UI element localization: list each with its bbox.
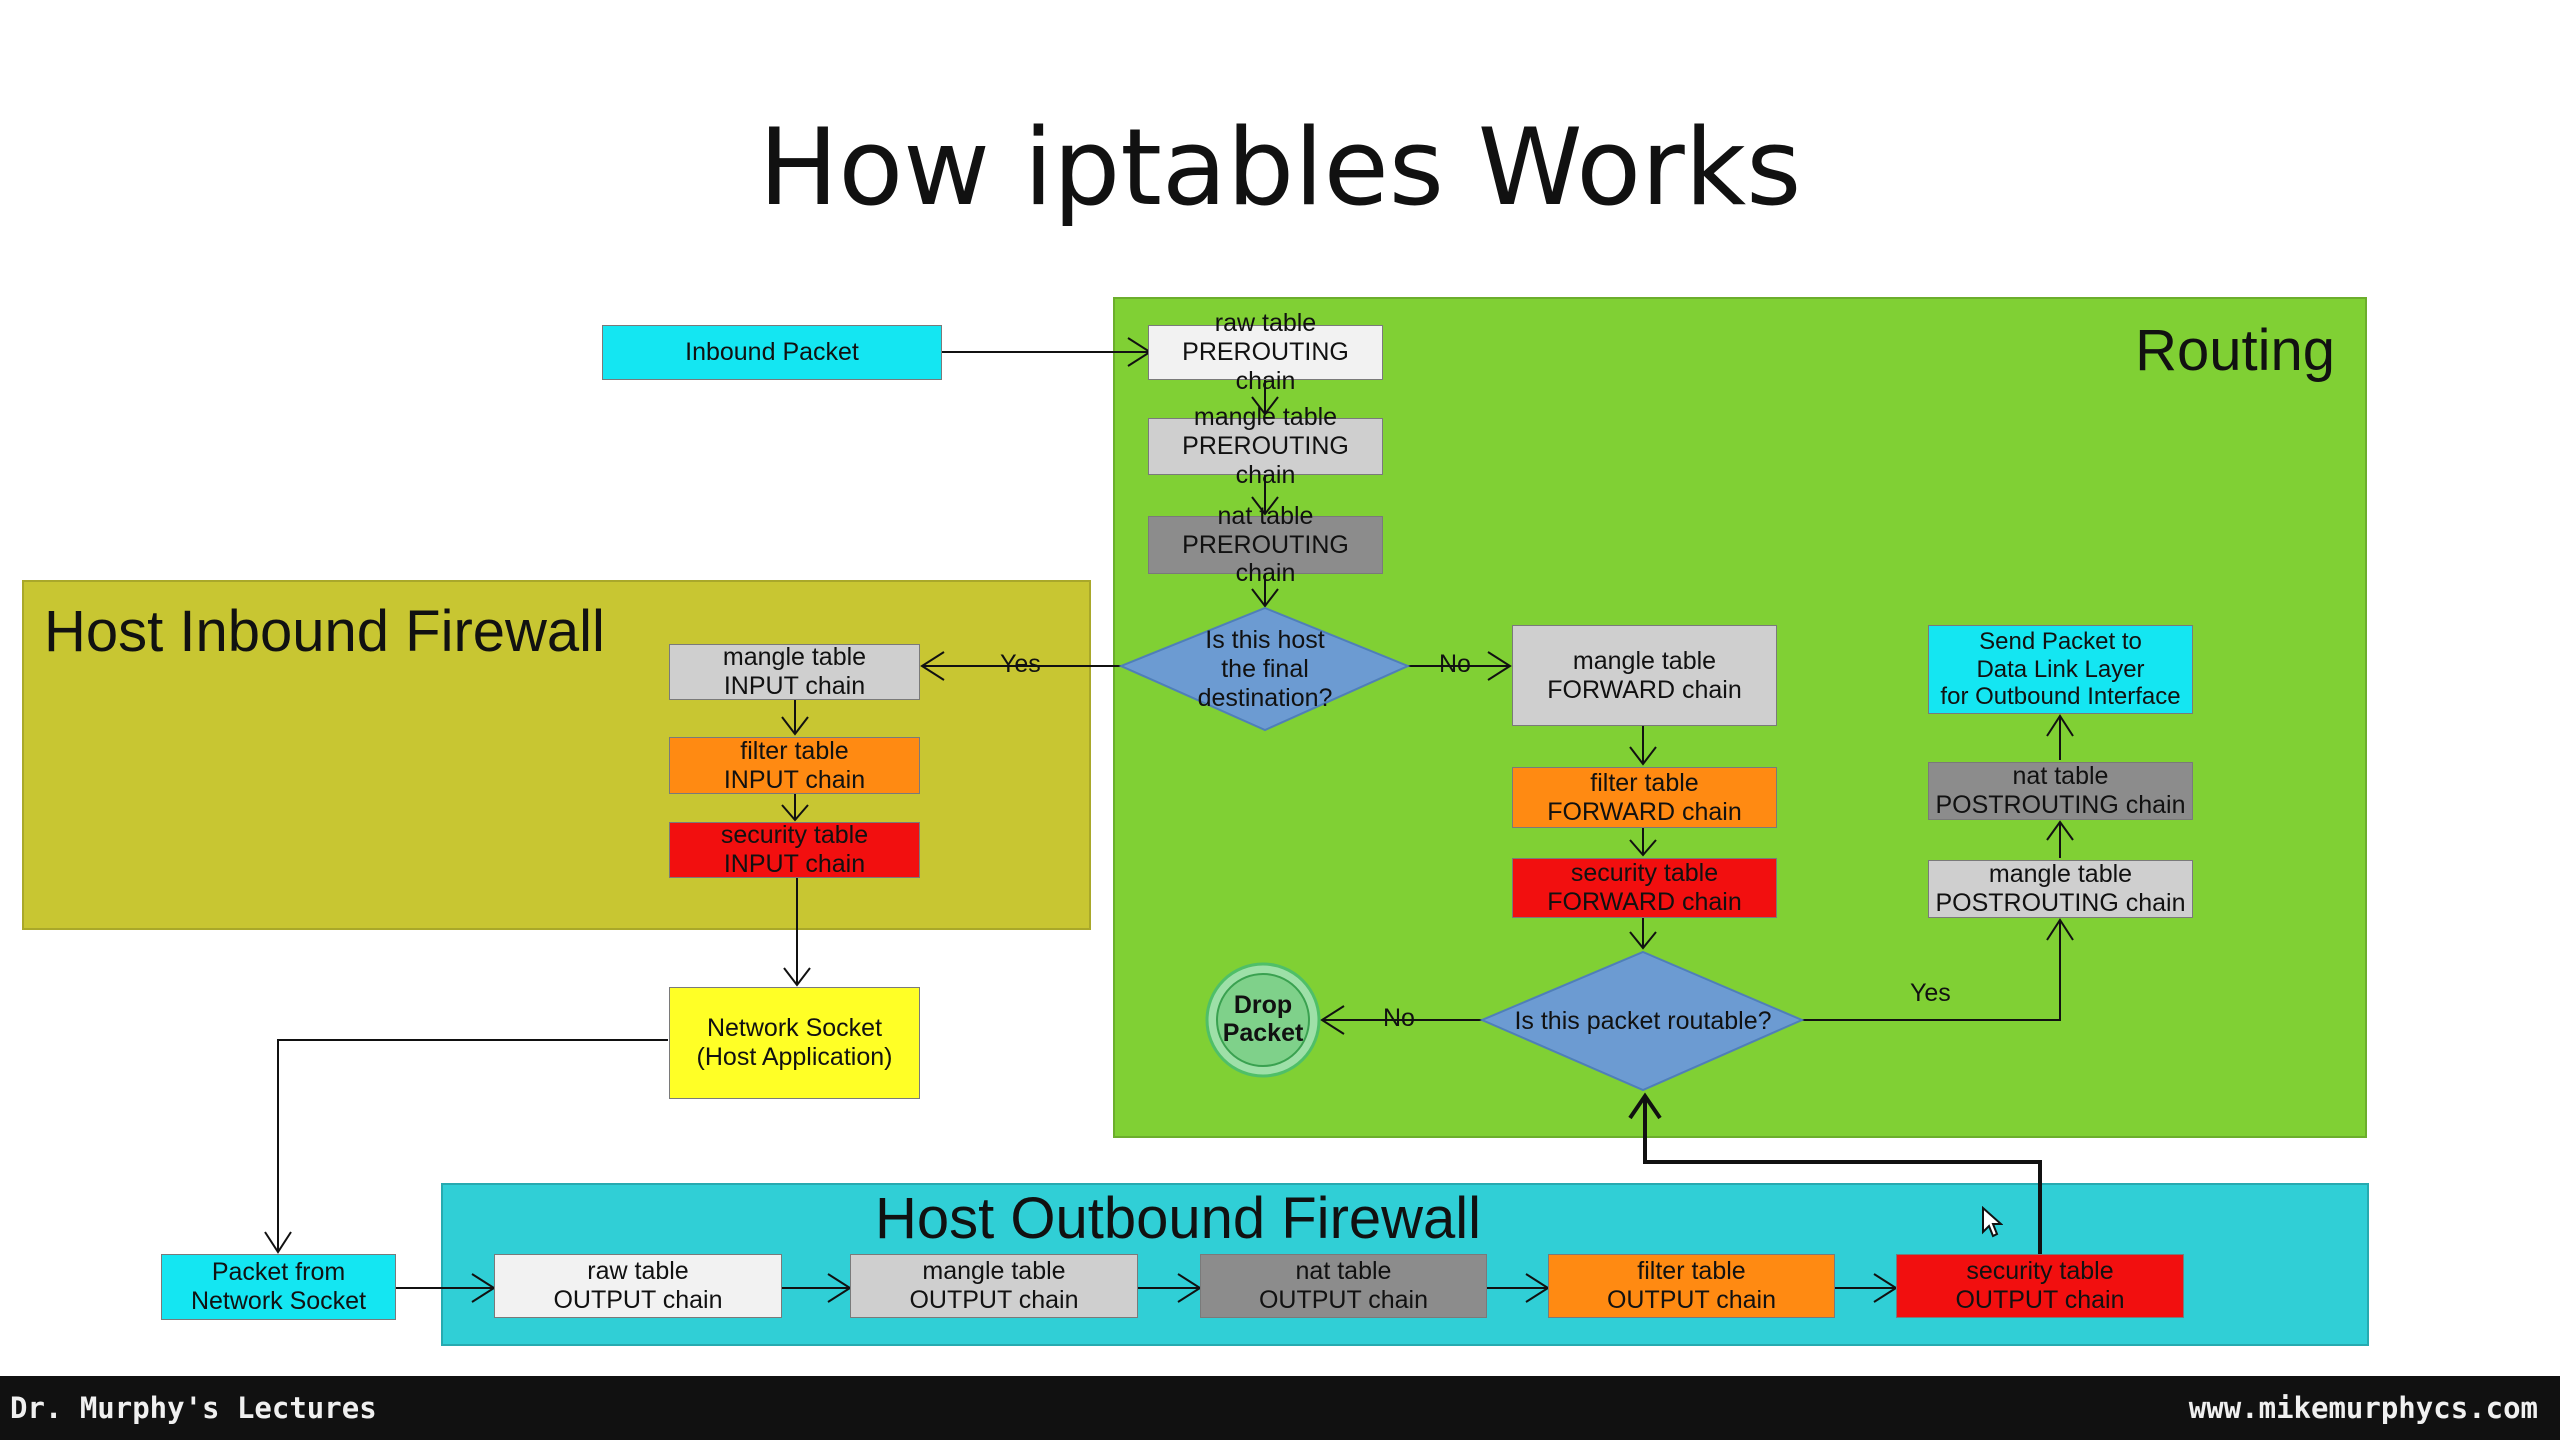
drop-packet-node: Drop Packet: [1205, 962, 1321, 1078]
drop-packet-line-2: Packet: [1223, 1019, 1304, 1047]
arrowhead: [1251, 496, 1279, 516]
arrowhead: [1487, 651, 1512, 681]
nat-output-node: nat table OUTPUT chain: [1200, 1254, 1487, 1318]
edge-routable-yes-postrouting: [1802, 920, 2061, 1021]
mouse-cursor-icon: [1982, 1206, 2003, 1238]
slide-title: How iptables Works: [758, 106, 1802, 229]
arrowhead: [2046, 820, 2074, 841]
security-output-node: security table OUTPUT chain: [1896, 1254, 2184, 1318]
security-forward-node: security table FORWARD chain: [1512, 858, 1777, 918]
routing-region-title: Routing: [2135, 318, 2335, 383]
footer-bar: [0, 1376, 2560, 1440]
network-socket-node: Network Socket (Host Application): [669, 987, 920, 1099]
edge-label-no-drop: No: [1383, 1004, 1415, 1032]
footer-lecturer: Dr. Murphy's Lectures: [10, 1391, 377, 1425]
decision-final-destination: Is this host the final destination?: [1118, 606, 1411, 732]
mangle-forward-node: mangle table FORWARD chain: [1512, 625, 1777, 726]
arrowhead: [2046, 918, 2074, 941]
arrowhead: [781, 716, 809, 736]
decision-routable: Is this packet routable?: [1479, 950, 1805, 1092]
decision-final-destination-line-2: the final: [1221, 655, 1309, 683]
raw-output-node: raw table OUTPUT chain: [494, 1254, 782, 1318]
edge-security-output-to-routable: [1643, 1096, 2042, 1254]
edge-socket-to-packet-from-socket: [277, 1039, 668, 1252]
edge-label-yes-postrouting: Yes: [1910, 979, 1951, 1007]
arrowhead: [920, 651, 945, 681]
arrowhead: [2046, 714, 2074, 737]
footer-website: www.mikemurphycs.com: [2188, 1391, 2538, 1425]
mangle-postrouting-node: mangle table POSTROUTING chain: [1928, 860, 2193, 918]
arrowhead: [1320, 1005, 1345, 1035]
arrowhead: [1251, 396, 1279, 416]
arrowhead: [781, 804, 809, 822]
arrowhead: [264, 1231, 292, 1254]
filter-forward-node: filter table FORWARD chain: [1512, 767, 1777, 828]
security-input-node: security table INPUT chain: [669, 821, 920, 878]
filter-output-node: filter table OUTPUT chain: [1548, 1254, 1835, 1318]
host-inbound-firewall-title: Host Inbound Firewall: [44, 599, 605, 664]
raw-prerouting-node: raw table PREROUTING chain: [1148, 309, 1383, 395]
send-packet-node: Send Packet to Data Link Layer for Outbo…: [1928, 625, 2193, 714]
decision-routable-label: Is this packet routable?: [1514, 1007, 1771, 1035]
drop-packet-line-1: Drop: [1234, 991, 1292, 1019]
decision-final-destination-line-3: destination?: [1198, 684, 1333, 712]
packet-from-network-socket-node: Packet from Network Socket: [161, 1254, 396, 1320]
edge-label-no-forward: No: [1439, 650, 1471, 678]
host-outbound-firewall-title: Host Outbound Firewall: [875, 1186, 1482, 1251]
filter-input-node: filter table INPUT chain: [669, 737, 920, 794]
mangle-output-node: mangle table OUTPUT chain: [850, 1254, 1138, 1318]
mangle-input-node: mangle table INPUT chain: [669, 643, 920, 700]
arrowhead: [1629, 839, 1657, 857]
arrowhead: [1251, 588, 1279, 608]
arrowhead: [1629, 746, 1657, 766]
decision-final-destination-line-1: Is this host: [1205, 626, 1325, 654]
nat-prerouting-node: nat table PREROUTING chain: [1148, 502, 1383, 587]
edge-label-yes-input: Yes: [1000, 650, 1041, 678]
mangle-prerouting-node: mangle table PREROUTING chain: [1148, 403, 1383, 489]
arrowhead: [783, 967, 811, 987]
arrowhead: [1629, 931, 1657, 950]
nat-postrouting-node: nat table POSTROUTING chain: [1928, 762, 2193, 820]
arrowhead: [1628, 1092, 1662, 1120]
inbound-packet-node: Inbound Packet: [602, 325, 942, 380]
